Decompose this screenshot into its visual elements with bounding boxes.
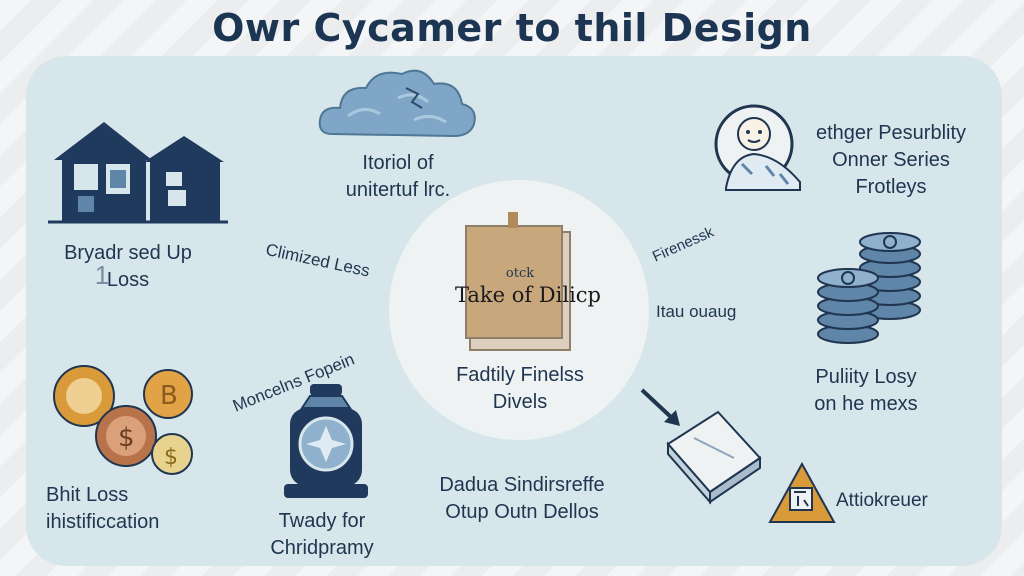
coins-icon: B $ $ bbox=[53, 365, 193, 475]
book-top-text: otck bbox=[505, 266, 535, 281]
book-title: Take of Dilicp bbox=[454, 283, 601, 307]
page-title: Owr Cycamer to thil Design bbox=[212, 6, 812, 50]
lantern-icon bbox=[284, 384, 368, 498]
person-avatar-icon bbox=[714, 104, 801, 191]
label-cloud: Itoriol of unitertuf lrc. bbox=[345, 152, 451, 201]
label-person: ethger Pesurblity Onner Series Frotleys bbox=[815, 122, 967, 198]
arrow-icon bbox=[640, 388, 680, 426]
svg-text:$: $ bbox=[164, 445, 178, 470]
warning-icon bbox=[768, 461, 836, 523]
label-middle-bottom: Dadua Sindirsreffe Otup Outn Dellos bbox=[439, 474, 605, 523]
label-coins: Bhit Loss ihistificcation bbox=[46, 484, 160, 533]
document-box-icon bbox=[666, 410, 762, 505]
book-icon bbox=[465, 212, 571, 351]
house-tag: 1 bbox=[94, 260, 110, 290]
label-lantern: Twady for Chridpramy bbox=[270, 510, 374, 559]
cloud-icon bbox=[318, 69, 476, 138]
label-stack: Puliity Losy on he mexs bbox=[814, 366, 918, 415]
svg-text:B: B bbox=[160, 381, 178, 411]
label-warning: Attiokreuer bbox=[836, 490, 928, 511]
center-caption: Fadtily Finelss Divels bbox=[456, 364, 584, 413]
coin-stack-icon bbox=[817, 232, 921, 344]
connector-itau: Itau ouaug bbox=[656, 302, 737, 321]
label-houses: Bryadr sed Up Loss bbox=[64, 242, 192, 291]
houses-icon bbox=[48, 122, 228, 224]
svg-text:$: $ bbox=[118, 423, 135, 453]
